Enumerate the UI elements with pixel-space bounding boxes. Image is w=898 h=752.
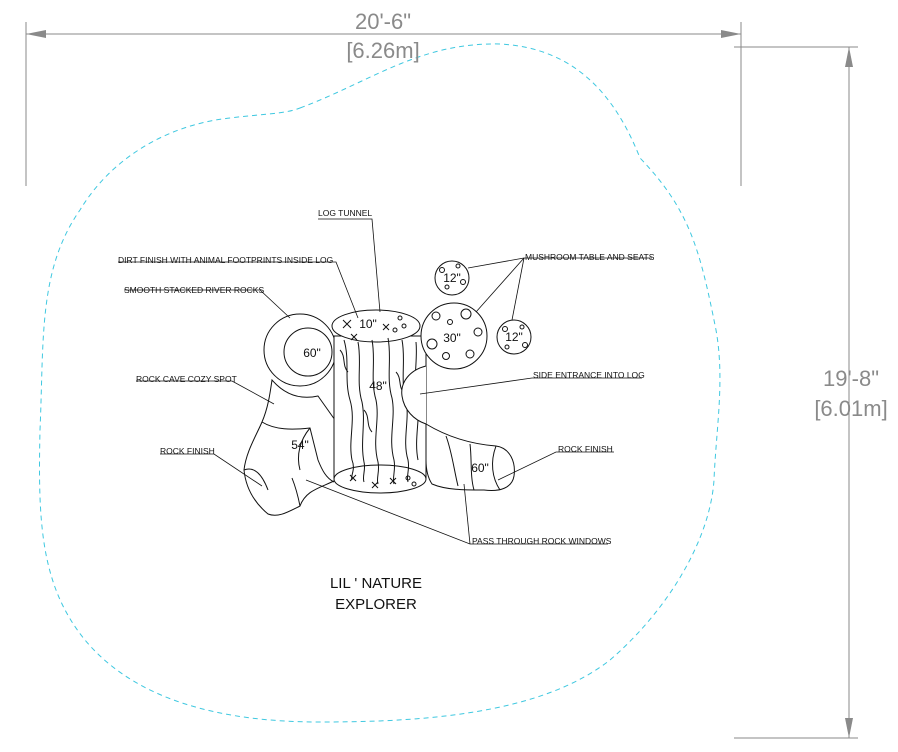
plan-title-line1: LIL ' NATURE — [330, 575, 422, 592]
rock-left-size: 54" — [291, 438, 309, 452]
log-tunnel: 10" 48" — [331, 309, 427, 494]
seat-top-size: 12" — [443, 271, 461, 285]
seat-right-size: 12" — [505, 330, 523, 344]
width-m-label: [6.26m] — [346, 38, 419, 63]
mushroom-table: 30" — [420, 302, 488, 370]
log-top-size: 10" — [359, 317, 377, 331]
rock-right: 60" — [425, 423, 515, 491]
log-body-size: 48" — [369, 379, 387, 393]
callout-dirt-finish: DIRT FINISH WITH ANIMAL FOOTPRINTS INSID… — [118, 255, 333, 265]
plan-title-line2: EXPLORER — [335, 596, 417, 613]
callout-rock-windows: PASS THROUGH ROCK WINDOWS — [472, 536, 612, 546]
leader-lines — [118, 218, 652, 545]
callout-log-tunnel: LOG TUNNEL — [318, 208, 372, 218]
safety-zone-outline — [39, 43, 721, 723]
callout-rock-finish-left: ROCK FINISH — [160, 446, 215, 456]
callout-side-entrance: SIDE ENTRANCE INTO LOG — [533, 370, 645, 380]
width-dimension: 20'-6" [6.26m] — [25, 9, 742, 186]
width-ft-label: 20'-6" — [355, 9, 411, 34]
depth-m-label: [6.01m] — [814, 396, 887, 421]
callout-river-rocks: SMOOTH STACKED RIVER ROCKS — [124, 285, 264, 295]
river-rocks: 60" — [263, 313, 337, 387]
callout-mushroom: MUSHROOM TABLE AND SEATS — [525, 252, 655, 262]
footprint-marks-bottom — [349, 474, 417, 489]
callout-rock-finish-right: ROCK FINISH — [558, 444, 613, 454]
river-rock-size: 60" — [303, 346, 321, 360]
depth-ft-label: 19'-8" — [823, 366, 879, 391]
callout-rock-cave: ROCK CAVE COZY SPOT — [136, 374, 237, 384]
mushroom-seat-top: 12" — [434, 260, 470, 296]
rock-cave-left: 54" — [243, 378, 337, 516]
footprint-marks-top — [342, 315, 407, 341]
mushroom-seat-right: 12" — [496, 319, 532, 355]
depth-dimension: 19'-8" [6.01m] — [734, 46, 888, 739]
rock-right-size: 60" — [471, 461, 489, 475]
table-size: 30" — [443, 331, 461, 345]
